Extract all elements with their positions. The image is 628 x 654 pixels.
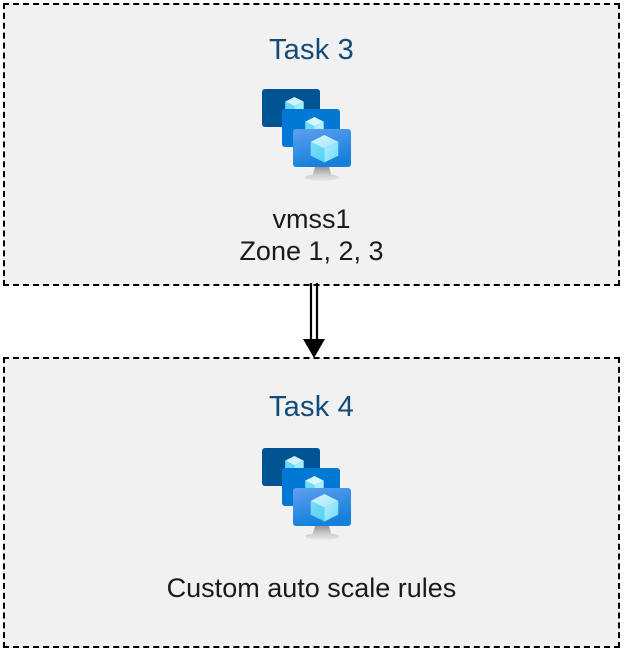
task-box-task4[interactable]: Task 4: [3, 357, 620, 648]
monitor-front-layer: [292, 129, 351, 167]
monitor-front-layer: [292, 488, 351, 526]
virtual-machine-scale-set-icon: [261, 89, 351, 181]
caption-line: Zone 1, 2, 3: [239, 235, 384, 266]
task-box-task3[interactable]: Task 3: [3, 3, 620, 286]
caption-block: Custom auto scale rules: [167, 573, 457, 605]
caption-line: vmss1: [272, 204, 351, 234]
monitor-stand: [304, 526, 339, 540]
caption-block: vmss1 Zone 1, 2, 3: [239, 204, 383, 268]
task-title: Task 4: [268, 391, 354, 423]
arrowhead-icon: [303, 339, 325, 358]
virtual-machine-scale-set-icon: [261, 448, 351, 540]
connector-arrow-task3-to-task4: [303, 283, 325, 358]
monitor-stand: [304, 167, 339, 181]
caption-line: Custom auto scale rules: [166, 573, 457, 603]
task-title: Task 3: [268, 34, 354, 66]
